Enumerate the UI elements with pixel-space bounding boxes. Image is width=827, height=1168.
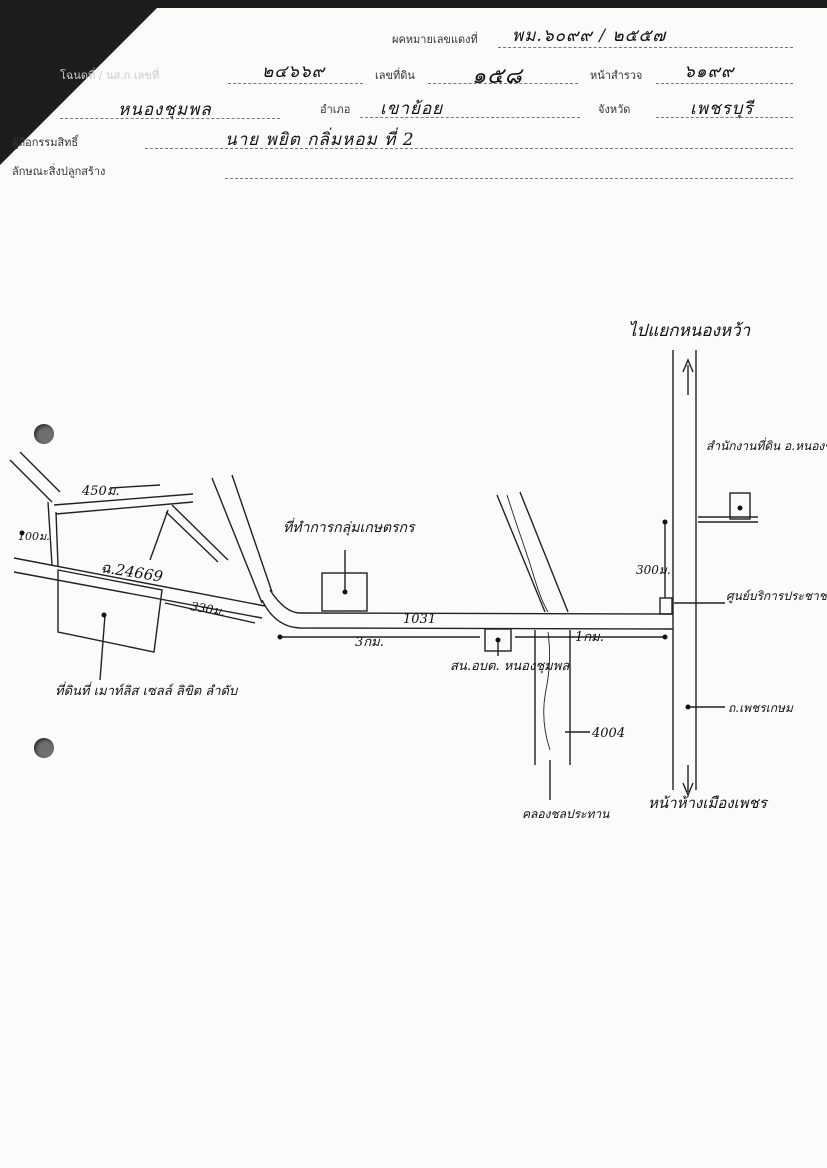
building-rule: [225, 178, 793, 179]
canal-label: คลองชลประทาน: [522, 807, 610, 821]
subject-label: ที่ดินที่ เมาท์ลิส เซลล์ ลิขิต ลำดับ: [55, 681, 239, 699]
subject-marker: [101, 612, 107, 618]
dim-330-label: 330ม.: [189, 599, 226, 619]
land-office-label: สำนักงานที่ดิน อ.หนองช้อง: [706, 437, 827, 453]
folded-corner: [0, 0, 165, 165]
route-1031-top-edge: [269, 589, 674, 615]
route-4004-label: 4004: [591, 726, 625, 741]
survey-value: ๖๑๙๙: [684, 62, 735, 82]
arrow-north-head: [682, 358, 694, 373]
arrow-south-head: [682, 782, 694, 797]
side-road-bottom: [13, 571, 263, 619]
side-road-top: [13, 557, 266, 607]
diagonal-road-left: [211, 477, 263, 604]
province-value: เพชรบุรี: [690, 99, 754, 119]
deed-rule: [228, 83, 363, 84]
land-no-value: ๑๕๘: [472, 64, 523, 89]
memo-value: พม.๖๐๙๙ / ๒๕๕๗: [512, 26, 667, 46]
district-label: อำเภอ: [320, 103, 351, 116]
road-450-bottom: [55, 501, 194, 515]
dim-300-label: 300ม.: [636, 563, 671, 577]
tambon-office-label: สน.อบต. หนองชุมพล: [450, 659, 570, 674]
dim-450-label: 450ม.: [81, 484, 120, 499]
canal-lower-water: [543, 631, 551, 751]
dim-1km-end: [662, 634, 668, 640]
punch-hole-top: [34, 424, 54, 444]
branch-road-c: [149, 509, 169, 561]
tambon-marker: [495, 637, 501, 643]
farmer-marker: [342, 589, 348, 595]
dim-1km-label: 1กม.: [575, 630, 604, 645]
info-center-label: ศูนย์บริการประชาชน แยกวัดไผ่: [726, 589, 827, 604]
province-rule: [656, 117, 793, 118]
subdistrict-rule: [60, 118, 280, 119]
phetkasem-label: ถ.เพชรเกษม: [728, 701, 794, 715]
land-no-rule: [428, 83, 578, 84]
farmer-group-label: ที่ทำการกลุ่มเกษตรกร: [283, 517, 416, 536]
to-south-label: หน้าห้างเมืองเพชร: [648, 794, 769, 812]
phetkasem-marker: [685, 704, 691, 710]
memo-rule: [498, 47, 793, 48]
dim-450-line: [109, 484, 161, 489]
district-rule: [360, 117, 580, 118]
owner-rule: [145, 148, 793, 149]
province-label: จังหวัด: [598, 103, 631, 116]
district-value: เขาย้อย: [380, 99, 444, 119]
building-label: ลักษณะสิ่งปลูกสร้าง: [12, 165, 106, 178]
land-office-marker: [737, 505, 743, 511]
canal-upper-water: [506, 494, 549, 613]
canal-upper-right: [519, 491, 569, 613]
dim-100-label: 100ม.: [18, 530, 50, 543]
parcel-label: ฉ.24669: [99, 558, 164, 586]
survey-label: หน้าสำรวจ: [590, 69, 643, 82]
subject-parcel-outline: [57, 569, 163, 653]
owner-label: ผู้ถือกรรมสิทธิ์: [12, 136, 79, 149]
road-100-right: [55, 511, 59, 567]
owner-value: นาย พยิต กลิ่มหอม ที่ 2: [225, 130, 415, 150]
dim-3km-start: [277, 634, 283, 640]
branch-road-a: [171, 504, 229, 561]
punch-hole-bottom: [34, 738, 54, 758]
info-center-building: [659, 597, 673, 615]
memo-label: ผคหมายเลขแดงที่: [392, 33, 478, 46]
land-no-label: เลขที่ดิน: [375, 69, 415, 82]
to-north-label: ไปแยกหนองหว้า: [628, 320, 751, 341]
scan-edge: [130, 0, 827, 8]
upper-road-b: [19, 451, 61, 493]
dim-100-marker: [19, 530, 25, 536]
diagonal-road-right: [231, 474, 273, 593]
road-100-left: [47, 501, 53, 566]
deed-value: ๒๔๖๖๙: [262, 62, 326, 82]
dim-300-marker: [662, 519, 668, 525]
branch-road-b: [165, 511, 219, 563]
subject-leader: [99, 614, 106, 681]
dim-330-line: [164, 602, 256, 624]
land-office-building: [729, 492, 751, 520]
upper-road-a: [9, 459, 53, 503]
survey-rule: [656, 83, 793, 84]
dim-3km-label: 3กม.: [355, 635, 384, 650]
deed-label: โฉนดที่ / นส.ก เลขที่: [60, 69, 160, 82]
canal-upper-left: [496, 494, 546, 613]
road-450-top: [53, 493, 194, 506]
route-1031-label: 1031: [403, 612, 436, 627]
subdistrict-value: หนองชุมพล: [118, 100, 212, 120]
